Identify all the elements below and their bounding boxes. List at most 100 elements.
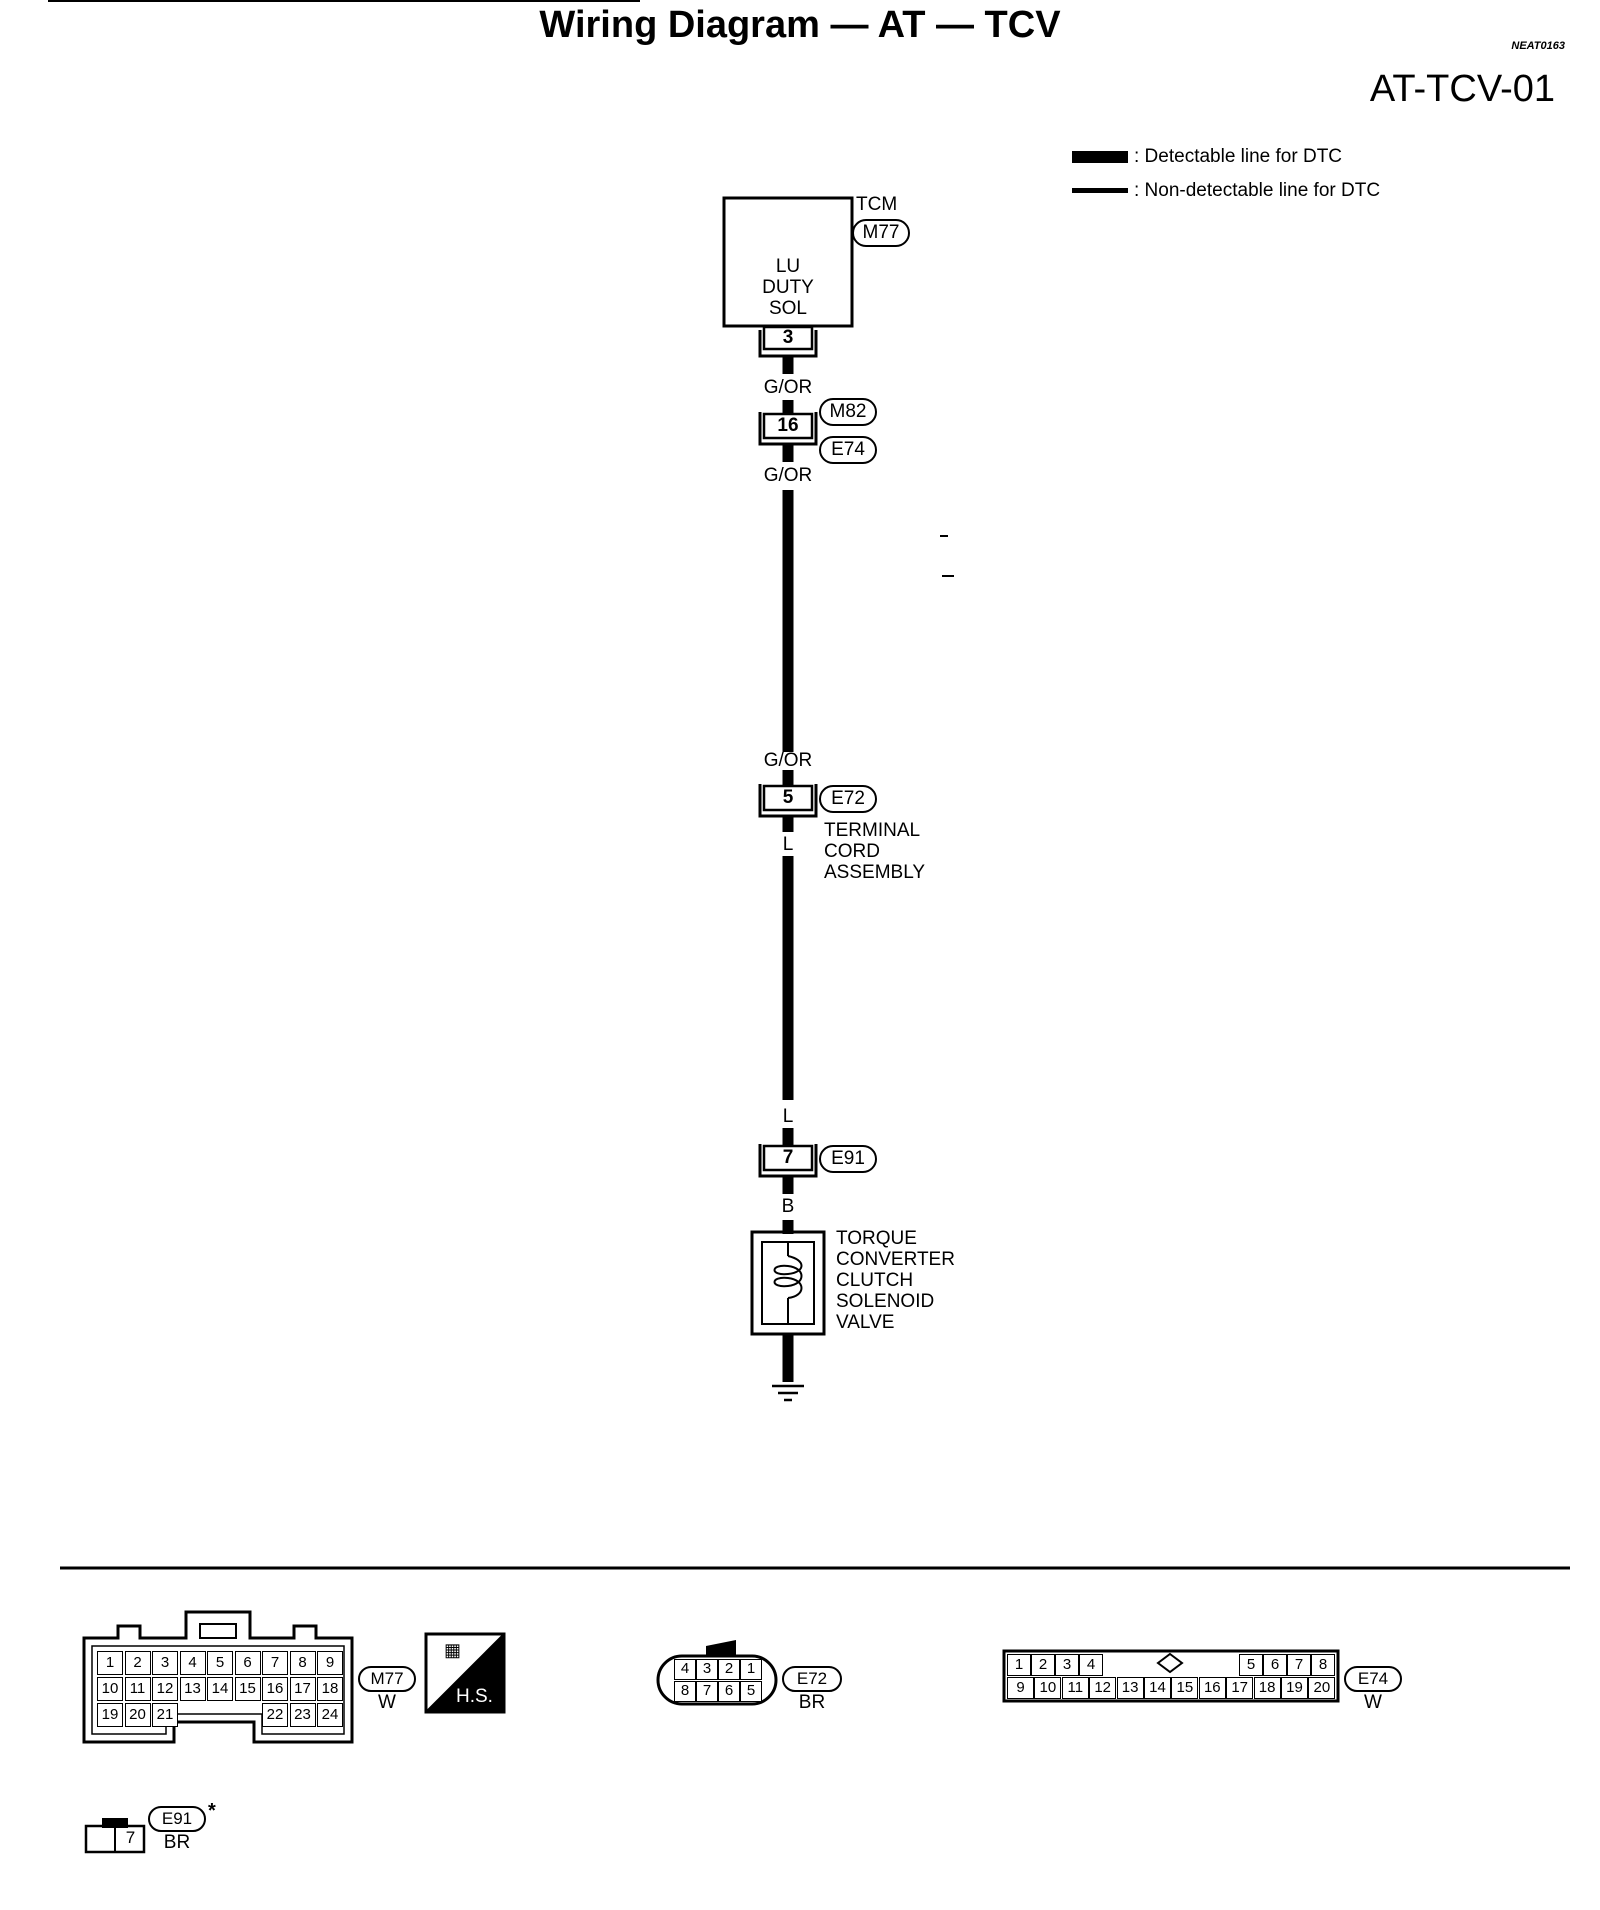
m77-pin-5: 5 (207, 1651, 233, 1675)
wire-color-1: G/OR (763, 377, 813, 398)
terminal-cord-line-2: CORD (824, 841, 880, 862)
e72-face-oval: E72 (782, 1666, 842, 1692)
solenoid-line-1: TORQUE (836, 1228, 917, 1249)
m77-pin-17: 17 (289, 1677, 316, 1701)
e91-face-oval: E91 (148, 1806, 206, 1832)
m77-pin-10: 10 (97, 1677, 123, 1701)
m77-pin-2: 2 (124, 1651, 151, 1675)
e91-face-pin: 7 (125, 1828, 136, 1847)
e72-pin-6: 6 (718, 1681, 740, 1702)
e91-pin-7: 7 (782, 1147, 794, 1168)
m77-pin-18: 18 (317, 1677, 343, 1701)
m77-pin-16: 16 (262, 1677, 288, 1701)
hs-badge: H.S. (456, 1686, 493, 1707)
m77-pin-20: 20 (124, 1703, 151, 1727)
e74-pin-1: 1 (1007, 1654, 1031, 1676)
solenoid-line-5: VALVE (836, 1312, 895, 1333)
e72-pin-4: 4 (674, 1659, 696, 1680)
thick-line-swatch (1072, 150, 1128, 163)
ground-icon (772, 1384, 804, 1402)
e74-pin-11: 11 (1061, 1677, 1089, 1699)
e72-connector-label: E72 (831, 788, 865, 809)
m77-connector-label: M77 (862, 222, 900, 243)
diagram-id: AT-TCV-01 (1369, 68, 1555, 110)
legend-detectable-text: : Detectable line for DTC (1134, 146, 1343, 167)
m77-pin-15: 15 (234, 1677, 261, 1701)
e74-pin-20: 20 (1308, 1677, 1336, 1699)
legend-non-detectable: : Non-detectable line for DTC (1072, 180, 1380, 202)
e74-face-oval: E74 (1344, 1666, 1402, 1692)
e74-face-color: W (1364, 1692, 1382, 1713)
m77-pin-3: 3 (152, 1651, 178, 1675)
m77-pin-1: 1 (97, 1651, 123, 1675)
e74-pin-3: 3 (1055, 1654, 1079, 1676)
e74-pin-14: 14 (1144, 1677, 1171, 1699)
solenoid-line-2: CONVERTER (836, 1249, 955, 1270)
e72-pin-8: 8 (674, 1681, 696, 1702)
e74-connector-label: E74 (831, 439, 865, 460)
m77-pin-9: 9 (317, 1651, 343, 1675)
e74-pin-18: 18 (1253, 1677, 1281, 1699)
e72-face-color: BR (798, 1692, 826, 1713)
m77-face-oval: M77 (358, 1666, 416, 1692)
solenoid-coil-icon (773, 1255, 803, 1299)
m77-pin-7: 7 (262, 1651, 288, 1675)
e72-pin-1: 1 (740, 1659, 762, 1680)
m77-pin-22: 22 (262, 1703, 288, 1727)
e74-pin-6: 6 (1263, 1654, 1287, 1676)
e74-connector-face (1002, 1649, 1340, 1703)
e74-pin-19: 19 (1281, 1677, 1308, 1699)
tcm-pin-3: 3 (782, 327, 794, 348)
page-title: Wiring Diagram — AT — TCV (539, 4, 1061, 46)
legend-non-detectable-text: : Non-detectable line for DTC (1134, 180, 1381, 201)
m77-pin-19: 19 (97, 1703, 123, 1727)
wire-color-6: B (781, 1196, 795, 1217)
m82-connector-label: M82 (829, 401, 867, 422)
e72-oval (819, 785, 877, 813)
m77-pin-21: 21 (152, 1703, 178, 1727)
terminal-cord-line-3: ASSEMBLY (824, 862, 926, 883)
m77-pin-11: 11 (124, 1677, 151, 1701)
e74-pin-5: 5 (1239, 1654, 1263, 1676)
m77-face-connector: M77 (370, 1669, 404, 1688)
joint-pin-16: 16 (777, 415, 799, 436)
legend-detectable: : Detectable line for DTC (1072, 146, 1342, 168)
e74-pin-15: 15 (1171, 1677, 1199, 1699)
e91-face-connector: E91 (161, 1809, 193, 1828)
tcm-pin-box (762, 325, 814, 351)
solenoid-line-4: SOLENOID (836, 1291, 935, 1312)
e91-oval (819, 1145, 877, 1173)
wire-color-3: G/OR (763, 750, 813, 771)
e74-pin-12: 12 (1089, 1677, 1117, 1699)
m82-oval (819, 398, 877, 426)
e91-face-mark: * (208, 1800, 216, 1822)
solenoid-line-3: CLUTCH (836, 1270, 914, 1291)
e74-face-connector: E74 (1357, 1669, 1389, 1688)
m77-pin-14: 14 (207, 1677, 233, 1701)
e91-face-color: BR (163, 1832, 191, 1853)
m77-pin-6: 6 (234, 1651, 261, 1675)
e74-pin-17: 17 (1226, 1677, 1254, 1699)
m77-pin-24: 24 (317, 1703, 343, 1727)
e74-pin-9: 9 (1007, 1677, 1034, 1699)
e74-pin-10: 10 (1034, 1677, 1062, 1699)
hs-connector-icon: ▦ (444, 1640, 462, 1660)
e72-pin-3: 3 (696, 1659, 718, 1680)
tcm-function-1: LU (775, 256, 801, 277)
tcm-label: TCM (856, 194, 898, 215)
e72-pin-2: 2 (718, 1659, 740, 1680)
m77-oval (852, 219, 910, 247)
m77-pin-8: 8 (289, 1651, 316, 1675)
m77-pin-13: 13 (179, 1677, 206, 1701)
e74-pin-8: 8 (1311, 1654, 1335, 1676)
m77-pin-23: 23 (289, 1703, 316, 1727)
e74-pin-4: 4 (1079, 1654, 1103, 1676)
wire-color-4: L (782, 834, 794, 855)
document-code: NEAT0163 (1511, 40, 1565, 52)
m77-pin-12: 12 (152, 1677, 178, 1701)
thin-line-swatch (1072, 188, 1128, 194)
e91-connector-label: E91 (831, 1148, 865, 1169)
e74-pin-13: 13 (1116, 1677, 1144, 1699)
e74-pin-2: 2 (1031, 1654, 1055, 1676)
